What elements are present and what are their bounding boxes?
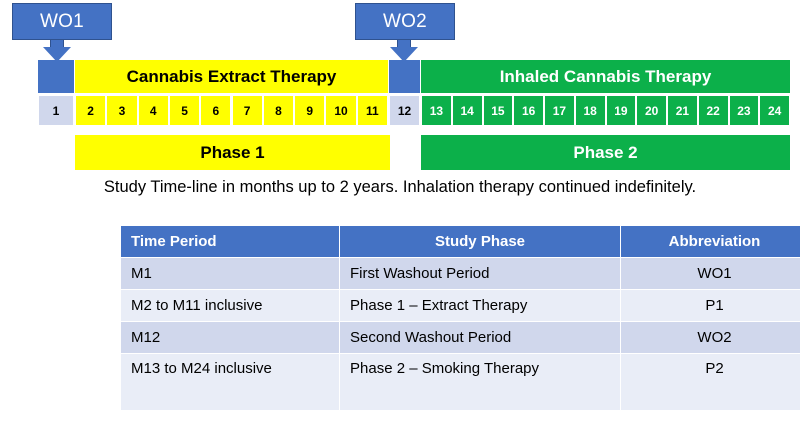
timeline-caption: Study Time-line in months up to 2 years.…: [103, 178, 697, 196]
phase-bar-2-label: Phase 2: [573, 142, 638, 162]
table-header-row: Time Period Study Phase Abbreviation: [120, 225, 800, 258]
table-cell-phase: Phase 2 – Smoking Therapy: [339, 353, 621, 411]
washout-bar-1: [38, 60, 74, 93]
month-cell-7: 7: [231, 95, 263, 126]
callout-wo1-stem: [50, 40, 64, 49]
callout-wo2-label: WO2: [383, 10, 427, 32]
table-cell-abbr: WO1: [620, 257, 800, 290]
table-cell-phase: Phase 1 – Extract Therapy: [339, 289, 621, 322]
table-header-study-phase: Study Phase: [339, 225, 621, 258]
month-cell-label: 7: [243, 103, 251, 118]
therapy-bar-extract-label: Cannabis Extract Therapy: [126, 66, 337, 86]
month-cell-23: 23: [728, 95, 760, 126]
month-cell-15: 15: [482, 95, 514, 126]
month-cell-label: 9: [306, 103, 314, 118]
callout-wo1-label: WO1: [40, 10, 84, 32]
phase-bar-1: Phase 1: [75, 135, 390, 170]
month-cell-19: 19: [605, 95, 637, 126]
month-cell-label: 8: [275, 103, 282, 118]
month-cell-2: 2: [75, 95, 107, 126]
month-cell-21: 21: [667, 95, 698, 126]
table-cell-abbr: P2: [620, 353, 800, 411]
month-cell-5: 5: [168, 95, 201, 126]
month-cell-label: 11: [365, 103, 379, 118]
month-cell-20: 20: [636, 95, 667, 126]
table-cell-phase: Second Washout Period: [339, 321, 621, 354]
month-cell-22: 22: [697, 95, 729, 126]
table-header-abbreviation: Abbreviation: [620, 225, 800, 258]
month-cell-13: 13: [421, 95, 452, 126]
table-cell-period: M13 to M24 inclusive: [120, 353, 340, 411]
month-cell-label: 1: [52, 103, 60, 118]
table-cell-period: M12: [120, 321, 340, 354]
therapy-bar-inhaled-label: Inhaled Cannabis Therapy: [499, 66, 712, 86]
month-cell-label: 3: [118, 103, 126, 118]
month-cell-label: 23: [737, 103, 751, 118]
month-cell-label: 6: [212, 103, 220, 118]
callout-wo2: WO2: [355, 3, 455, 40]
callout-wo2-stem: [397, 40, 411, 49]
month-cell-label: 13: [429, 103, 444, 118]
month-cell-label: 21: [675, 103, 690, 118]
month-cell-label: 18: [583, 103, 597, 118]
table-cell-period: M2 to M11 inclusive: [120, 289, 340, 322]
month-cell-label: 22: [706, 103, 720, 118]
month-cell-17: 17: [544, 95, 575, 126]
table-cell-phase: First Washout Period: [339, 257, 621, 290]
month-cell-label: 17: [552, 103, 567, 118]
month-cell-label: 15: [491, 103, 505, 118]
month-cell-10: 10: [325, 95, 357, 126]
month-cell-1: 1: [38, 95, 74, 126]
therapy-bar-inhaled: Inhaled Cannabis Therapy: [421, 60, 790, 93]
month-cell-label: 16: [521, 103, 536, 118]
washout-bar-2: [389, 60, 420, 93]
month-cell-8: 8: [262, 95, 295, 126]
month-cell-label: 14: [460, 103, 474, 118]
month-cell-4: 4: [137, 95, 169, 126]
month-cell-12: 12: [389, 95, 420, 126]
phase-bar-1-label: Phase 1: [200, 142, 265, 162]
month-cell-label: 20: [644, 103, 659, 118]
table-cell-abbr: WO2: [620, 321, 800, 354]
month-cell-label: 19: [614, 103, 628, 118]
callout-wo2-arrow-icon: [390, 47, 418, 62]
table-header-time-period: Time Period: [120, 225, 340, 258]
month-cell-14: 14: [451, 95, 483, 126]
month-cell-11: 11: [356, 95, 388, 126]
month-cell-label: 12: [397, 103, 412, 118]
callout-wo1-arrow-icon: [43, 47, 71, 62]
month-cell-label: 5: [181, 103, 188, 118]
callout-wo1: WO1: [12, 3, 112, 40]
month-cell-label: 10: [334, 103, 348, 118]
table-cell-abbr: P1: [620, 289, 800, 322]
month-cell-label: 2: [87, 103, 94, 118]
month-cell-24: 24: [759, 95, 790, 126]
month-cell-18: 18: [574, 95, 606, 126]
therapy-bar-extract: Cannabis Extract Therapy: [75, 60, 388, 93]
month-cell-16: 16: [513, 95, 544, 126]
month-cell-label: 4: [149, 103, 157, 118]
table-cell-period: M1: [120, 257, 340, 290]
month-cell-3: 3: [106, 95, 138, 126]
month-cell-6: 6: [200, 95, 232, 126]
phase-bar-2: Phase 2: [421, 135, 790, 170]
month-cell-label: 24: [767, 103, 782, 118]
month-cell-9: 9: [294, 95, 326, 126]
